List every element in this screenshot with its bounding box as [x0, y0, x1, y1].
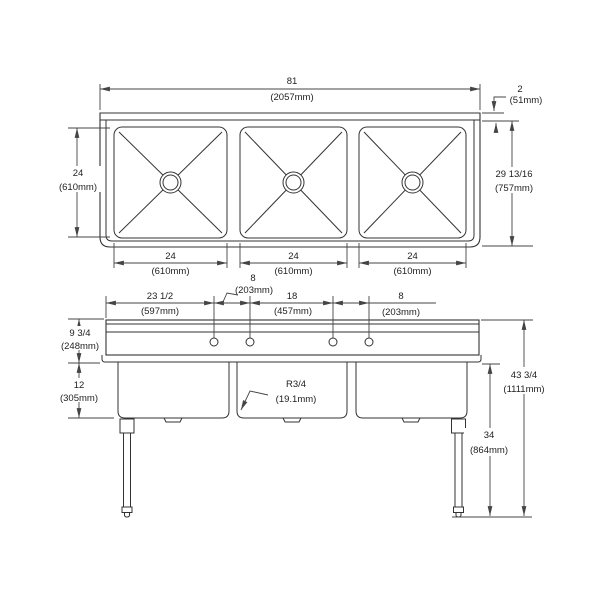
faucet-hole: [364, 337, 374, 347]
leader-line: [222, 292, 239, 303]
sink-bowls-front: [117, 362, 468, 423]
adjustable-foot: [124, 512, 130, 518]
sink-bowl-center-front: [236, 362, 348, 419]
faucet-hole: [328, 337, 338, 347]
dim-bowl2-width-in: 24: [288, 251, 299, 262]
dim-overall-width-mm: (2057mm): [270, 92, 313, 103]
dim-bowl-depth-front-in: 12: [74, 380, 85, 391]
drain-stub-icon: [401, 417, 421, 423]
dim-edge-to-hole-in: 23 1/2: [147, 291, 173, 302]
faucet-holes: [209, 337, 374, 347]
dim-overall-height-mm: (1111mm): [503, 384, 544, 395]
dim-splash-thickness-mm: (51mm): [510, 95, 543, 106]
dim-bowl-depth-top-mm: (610mm): [59, 182, 97, 193]
drain-stub-icon: [282, 417, 302, 423]
dim-hole-pair-right-mm: (203mm): [382, 307, 420, 318]
leg-right: [451, 418, 466, 518]
leg-left: [119, 418, 135, 518]
sink-body-front: [101, 319, 482, 363]
dim-leg-height-mm: (864mm): [470, 445, 508, 456]
top-view-dimensions: 81 (2057mm) 2 (51mm) 29 13/16 (757mm) 24…: [55, 76, 542, 277]
drain-stub-icon: [163, 417, 183, 423]
sink-bowl-right-front: [355, 362, 468, 419]
dim-edge-to-hole-mm: (597mm): [141, 306, 179, 317]
dim-overall-height-in: 43 3/4: [511, 370, 537, 381]
dim-hole-group-in: 18: [287, 291, 298, 302]
faucet-hole: [209, 337, 219, 347]
dim-leg-height-in: 34: [484, 430, 495, 441]
dim-hole-group-mm: (457mm): [274, 306, 312, 317]
dim-overall-depth-mm: (757mm): [495, 183, 533, 194]
dim-bowl-depth-front-mm: (305mm): [60, 393, 98, 404]
sink-bowl-left-top: [113, 126, 228, 239]
dim-hole-pair-right-in: 8: [398, 291, 403, 302]
top-view: [99, 112, 481, 248]
sink-bowl-center-top: [239, 126, 348, 239]
faucet-hole: [245, 337, 255, 347]
sink-bowl-left-front: [117, 362, 230, 419]
dim-overall-depth-in: 29 13/16: [496, 169, 533, 180]
dim-splash-height-in: 9 3/4: [69, 328, 90, 339]
dim-hole-pair-left-in: 8: [250, 273, 255, 284]
dim-bowl1-width-mm: (610mm): [151, 266, 189, 277]
adjustable-foot: [455, 512, 462, 518]
dim-overall-width-in: 81: [287, 76, 298, 87]
dim-hole-pair-left-mm: (203mm): [235, 285, 273, 296]
dim-bowl-depth-top-in: 24: [73, 168, 84, 179]
front-view-dimensions: 23 1/2 (597mm) 8 (203mm) 18 (457mm) 8 (2…: [54, 273, 553, 516]
dim-bowl3-width-in: 24: [407, 251, 418, 262]
dim-bowl1-width-in: 24: [165, 251, 176, 262]
sink-bowl-right-top: [358, 126, 467, 239]
radius-leader-line: [240, 390, 269, 411]
dim-corner-radius-mm: (19.1mm): [276, 394, 317, 405]
dim-splash-thickness-in: 2: [517, 84, 522, 95]
front-view: [101, 319, 532, 518]
dim-corner-radius-in: R3/4: [286, 379, 306, 390]
dim-bowl3-width-mm: (610mm): [393, 266, 431, 277]
dim-bowl2-width-mm: (610mm): [274, 266, 312, 277]
dim-splash-height-mm: (248mm): [61, 341, 99, 352]
